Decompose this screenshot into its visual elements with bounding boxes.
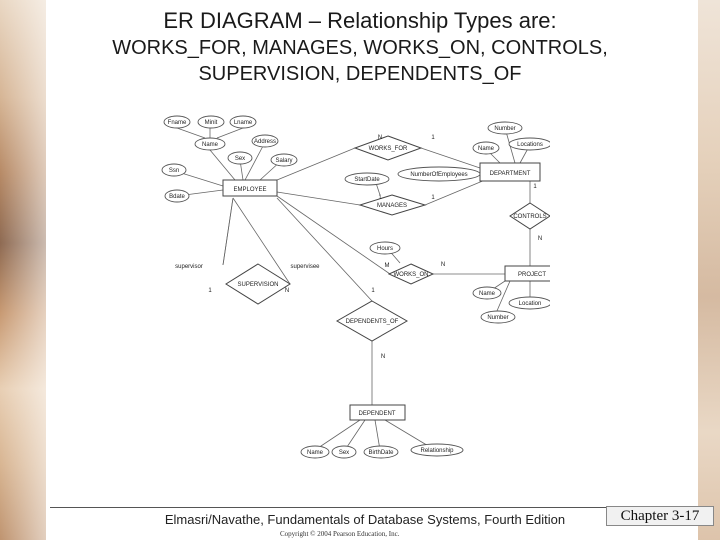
card-dependents-of-1: 1 [371, 288, 375, 294]
attr-salary: Salary [275, 158, 292, 164]
footer-copyright: Copyright © 2004 Pearson Education, Inc. [280, 530, 400, 538]
entity-dependent: DEPENDENT [358, 411, 395, 417]
slide-title: ER DIAGRAM – Relationship Types are: [163, 8, 557, 33]
attr-location: Location [519, 301, 542, 307]
relationship-works-for: WORKS_FOR [369, 146, 408, 152]
entity-employee: EMPLOYEE [233, 187, 266, 193]
card-dependents-of-n: N [381, 354, 385, 360]
decorative-sidebar [0, 0, 46, 540]
card-manages-1-right: 1 [431, 195, 435, 201]
attr-dependent-name: Name [307, 450, 324, 456]
attr-project-number: Number [487, 315, 508, 321]
card-supervision-n: N [285, 288, 289, 294]
relationship-works-on: WORKS_ON [393, 272, 428, 278]
role-supervisee: supervisee [290, 264, 320, 270]
relationship-supervision: SUPERVISION [238, 282, 279, 288]
attr-number-of-employees: NumberOfEmployees [410, 172, 467, 178]
attr-bdate: Bdate [169, 194, 185, 200]
attr-locations: Locations [517, 142, 543, 148]
relationship-controls: CONTROLS [513, 214, 546, 220]
footer-citation: Elmasri/Navathe, Fundamentals of Databas… [164, 512, 566, 527]
attr-department-name: Name [478, 146, 495, 152]
attr-sex: Sex [235, 156, 245, 162]
entity-project: PROJECT [518, 272, 546, 278]
card-works-for-n: N [378, 135, 382, 141]
card-manages-1-left: 1 [378, 195, 382, 201]
attr-project-name: Name [479, 291, 496, 297]
attr-dependent-sex: Sex [339, 450, 349, 456]
slide-subtitle-line-2: SUPERVISION, DEPENDENTS_OF [198, 63, 522, 85]
attr-department-number: Number [494, 126, 515, 132]
attr-lname: Lname [234, 120, 253, 126]
card-supervision-1: 1 [208, 288, 212, 294]
attr-minit: Minit [205, 120, 218, 126]
card-works-on-n: N [441, 262, 445, 268]
entity-department: DEPARTMENT [490, 171, 531, 177]
attr-birthdate: BirthDate [368, 450, 394, 456]
attr-hours: Hours [377, 246, 393, 252]
attr-startdate: StartDate [354, 177, 380, 183]
attr-relationship: Relationship [420, 448, 454, 454]
card-works-for-1: 1 [431, 135, 435, 141]
attr-ssn: Ssn [169, 168, 179, 174]
footer-divider [50, 507, 610, 508]
decorative-sidebar-right [698, 0, 720, 540]
card-controls-n: N [538, 236, 542, 242]
relationship-dependents-of: DEPENDENTS_OF [346, 319, 399, 325]
relationship-manages: MANAGES [377, 203, 407, 209]
role-supervisor: supervisor [175, 264, 203, 270]
attr-fname: Fname [168, 120, 187, 126]
chapter-label: Chapter 3-17 [606, 506, 714, 526]
attr-address: Address [254, 139, 276, 145]
card-controls-1: 1 [533, 184, 537, 190]
card-works-on-m: M [385, 263, 390, 269]
er-diagram: EMPLOYEE DEPARTMENT PROJECT DEPENDENT WO… [161, 115, 550, 459]
slide-subtitle-line-1: WORKS_FOR, MANAGES, WORKS_ON, CONTROLS, [112, 37, 608, 59]
attr-employee-name: Name [202, 142, 219, 148]
